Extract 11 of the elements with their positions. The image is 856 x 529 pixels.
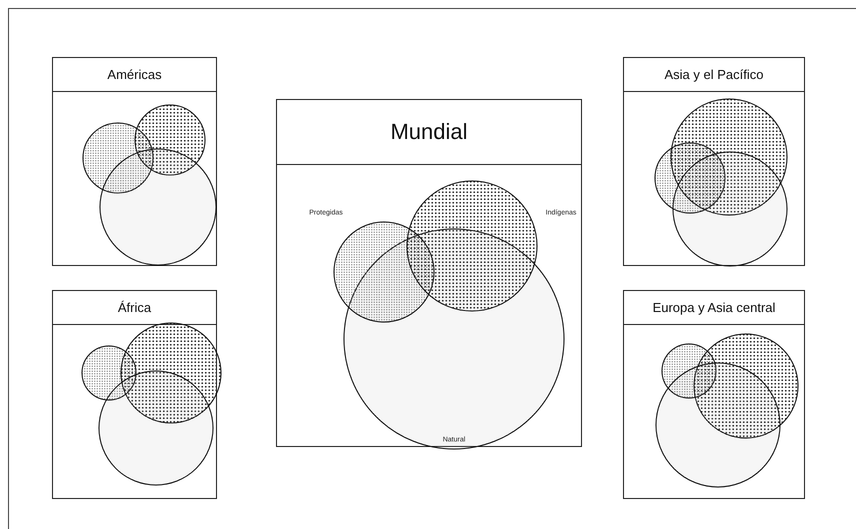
venn-circle [99, 148, 217, 266]
panel-title: África [118, 300, 152, 315]
panel [623, 57, 805, 266]
panel [276, 99, 582, 447]
venn-circle [406, 180, 538, 312]
panel-title: Europa y Asia central [652, 300, 776, 315]
panel-title: Américas [107, 67, 162, 82]
panel-title: Asia y el Pacífico [664, 67, 764, 82]
panel-title: Mundial [390, 119, 468, 145]
venn-circle [98, 370, 214, 486]
panel [52, 57, 217, 266]
